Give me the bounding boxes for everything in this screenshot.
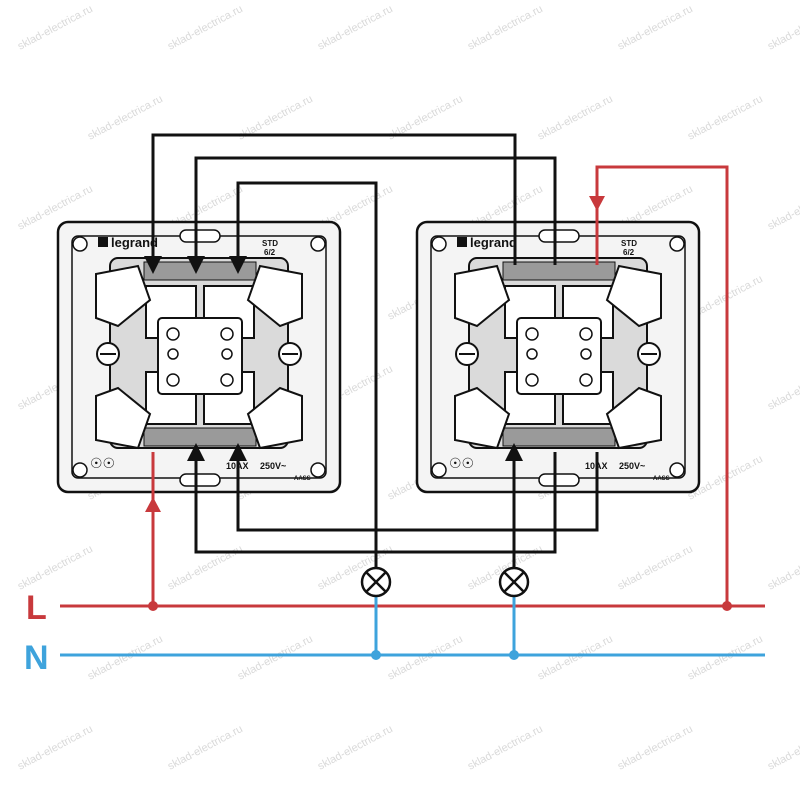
neutral-junction: [371, 650, 381, 660]
switch-1-claw-right-bottom: [246, 386, 303, 450]
switch-2-claw-right-top: [605, 264, 662, 328]
switch-1-top-slot: [179, 229, 221, 243]
switch-2-claw-right-bottom: [605, 386, 662, 450]
wire-top-outer: [144, 133, 517, 274]
switch-1-screw-hole: [72, 236, 88, 252]
watermark-text: sklad-electrica.ru: [766, 543, 800, 593]
switch-2-brand-logo: [457, 237, 467, 247]
live-junction: [148, 601, 158, 611]
watermark-text: sklad-electrica.ru: [16, 543, 95, 593]
switch-2-code: AASS: [653, 476, 670, 482]
switch-2-claw-left-top: [454, 264, 511, 328]
switch-2-screw: [580, 348, 592, 360]
switch-1-screw: [220, 327, 234, 341]
switch-2-screw: [579, 373, 593, 387]
watermark-text: sklad-electrica.ru: [616, 543, 695, 593]
switch-2-top-slot: [538, 229, 580, 243]
switch-1-claw-right-top: [246, 264, 303, 328]
wiring-black: [144, 133, 599, 568]
switch-2-bottom-slot: [538, 473, 580, 487]
watermark-text: sklad-electrica.ru: [166, 543, 245, 593]
switch-1-brand-logo: [98, 237, 108, 247]
switch-2-voltage: 250V~: [619, 461, 645, 471]
switch-1-bottom-slot: [179, 473, 221, 487]
watermark-text: sklad-electrica.ru: [466, 723, 545, 773]
watermark-text: sklad-electrica.ru: [386, 633, 465, 683]
switch-1-terminal-strip-bottom: [143, 427, 257, 447]
watermark-text: sklad-electrica.ru: [766, 183, 800, 233]
switch-1-screw: [167, 348, 179, 360]
neutral-junction: [509, 650, 519, 660]
switch-1-claw-left-top: [95, 264, 152, 328]
watermark-text: sklad-electrica.ru: [536, 93, 615, 143]
wire-top-middle: [187, 156, 557, 274]
watermark-text: sklad-electrica.ru: [536, 633, 615, 683]
switch-1-model-bottom: 6/2: [264, 248, 276, 257]
neutral-label: N: [24, 639, 49, 677]
wire-bottom-outer: [187, 443, 557, 554]
watermark-text: sklad-electrica.ru: [766, 363, 800, 413]
wiring-live: [60, 165, 765, 611]
live-junction: [722, 601, 732, 611]
switch-2-model-top: STD: [621, 239, 637, 248]
wire-bottom-inner: [229, 443, 599, 532]
switch-2-screw-hole: [669, 462, 685, 478]
live-arrow-switch-1: [145, 497, 161, 512]
switch-2-screw-hole: [431, 462, 447, 478]
live-feed-switch-2: [595, 165, 729, 606]
switch-1-screw: [220, 373, 234, 387]
watermark-text: sklad-electrica.ru: [236, 633, 315, 683]
wire-top-to-lamp1: [229, 181, 378, 568]
switch-1-screw-hole: [310, 236, 326, 252]
watermark-text: sklad-electrica.ru: [16, 723, 95, 773]
switch-1-code: AASS: [294, 476, 311, 482]
watermark-text: sklad-electrica.ru: [316, 3, 395, 53]
switch-2-claw-left-bottom: [454, 386, 511, 450]
switch-2-terminal-strip-top: [502, 261, 616, 281]
switch-1-screw: [166, 327, 180, 341]
watermark-text: sklad-electrica.ru: [166, 723, 245, 773]
switch-1-voltage: 250V~: [260, 461, 286, 471]
live-label: L: [26, 589, 47, 627]
watermark-text: sklad-electrica.ru: [766, 3, 800, 53]
watermark-text: sklad-electrica.ru: [686, 93, 765, 143]
switch-2-terminal-strip-bottom: [502, 427, 616, 447]
watermark-text: sklad-electrica.ru: [686, 633, 765, 683]
lamp-2-icon: [498, 566, 530, 598]
watermark-text: sklad-electrica.ru: [316, 723, 395, 773]
watermark-text: sklad-electrica.ru: [616, 3, 695, 53]
switch-2: legrand STD 6/2 ☉☉ 10AX 250V~ AASS: [415, 220, 701, 494]
switch-1: legrand STD 6/2 ☉☉ 10AX 250V~ AASS: [56, 220, 342, 494]
watermark-text: sklad-electrica.ru: [166, 3, 245, 53]
switch-2-brand: legrand: [470, 235, 517, 250]
watermark-text: sklad-electrica.ru: [86, 633, 165, 683]
switch-1-claw-left-bottom: [95, 386, 152, 450]
live-arrow-switch-2: [589, 196, 605, 211]
switch-1-screw: [166, 373, 180, 387]
switch-1-screw: [221, 348, 233, 360]
switch-1-brand: legrand: [111, 235, 158, 250]
switch-2-screw: [579, 327, 593, 341]
watermark-text: sklad-electrica.ru: [466, 3, 545, 53]
switch-2-model-bottom: 6/2: [623, 248, 635, 257]
switch-2-screw-hole: [431, 236, 447, 252]
switch-1-symbol-icon: ☉☉: [90, 455, 115, 471]
switch-1-screw-hole: [310, 462, 326, 478]
watermark-text: sklad-electrica.ru: [16, 3, 95, 53]
wiring-neutral: [60, 596, 765, 660]
switch-2-screw-hole: [669, 236, 685, 252]
switch-1-model-top: STD: [262, 239, 278, 248]
switch-2-screw: [526, 348, 538, 360]
watermark-text: sklad-electrica.ru: [766, 723, 800, 773]
lamp-1-icon: [360, 566, 392, 598]
switch-2-symbol-icon: ☉☉: [449, 455, 474, 471]
switch-2-screw: [525, 327, 539, 341]
switch-2-screw: [525, 373, 539, 387]
watermark-text: sklad-electrica.ru: [616, 723, 695, 773]
switch-1-screw-hole: [72, 462, 88, 478]
